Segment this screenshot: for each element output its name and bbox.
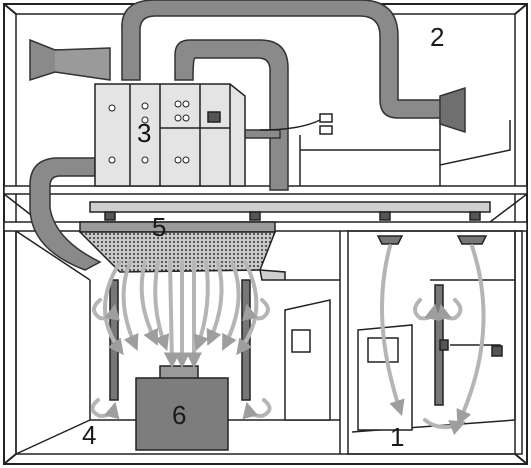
airflow-arrows <box>90 244 486 435</box>
right-outlet-duct <box>439 86 466 134</box>
label-room-1: 1 <box>390 422 404 452</box>
label-air-unit-3: 3 <box>137 118 151 148</box>
control-box <box>207 111 221 123</box>
label-equipment-6: 6 <box>172 400 186 430</box>
label-attic-2: 2 <box>430 22 444 52</box>
equipment-block <box>135 365 229 451</box>
room-1 <box>347 230 523 455</box>
attic-walls <box>299 120 511 186</box>
air-handling-unit <box>94 83 333 187</box>
duct-system <box>29 0 466 271</box>
door-room-4 <box>284 299 331 421</box>
left-descending-duct <box>29 157 102 271</box>
secondary-duct <box>174 39 289 191</box>
label-room-4: 4 <box>82 420 96 450</box>
label-diffuser-5: 5 <box>152 212 166 242</box>
support-beam <box>89 201 491 221</box>
